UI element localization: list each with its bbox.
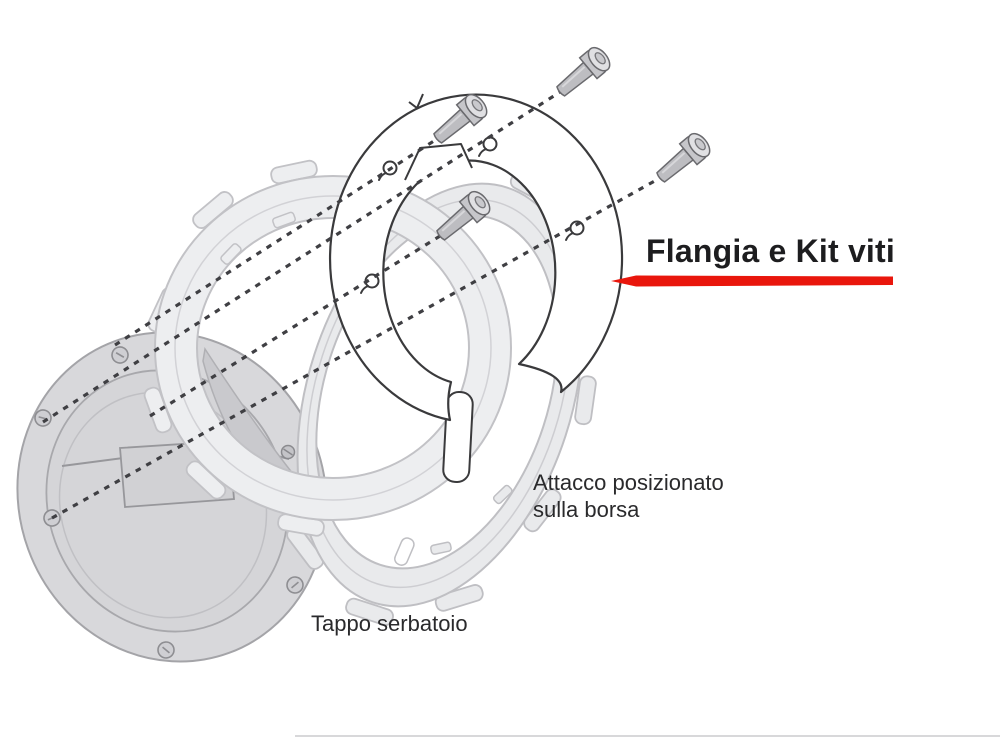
flange-edge-notch [408,93,424,110]
flange-label: Flangia e Kit viti [646,233,895,269]
attachment-label: Attacco posizionato sulla borsa [533,469,724,523]
attachment-ring-contour-line [306,198,571,589]
under-flange-ring [143,159,513,537]
flange-highlight-underline [611,275,893,287]
under-ring-tooth [272,211,296,229]
attachment-ring-clip [492,484,513,505]
under-ring-contour-line [174,195,492,501]
screw [650,128,715,190]
flange-step-fill [405,144,473,182]
attachment-ring-tab [345,597,394,626]
attachment-ring-slot [394,537,415,566]
attachment-ring-tab [574,375,597,426]
attachment-ring-clip [430,541,452,555]
assembly-axis-line [149,234,441,418]
under-ring-body [153,175,513,521]
assembly-axis-line [51,176,661,520]
tank-cap-label: Tappo serbatoio [311,611,468,636]
flange-ring-body [328,93,624,422]
flange [328,93,624,484]
assembly-axis-line [114,137,438,347]
cap-face-rivet [280,444,296,460]
assembly-axes [42,90,661,520]
attachment-ring-tab [434,584,484,612]
attachment-label-line1: Attacco posizionato [533,470,724,495]
attachment-ring-tab [523,488,562,533]
attachment-label-line2: sulla borsa [533,497,640,522]
flange-step-outline [404,143,473,181]
under-ring-tooth [220,243,242,265]
flange-finger-tab [442,390,474,484]
adjacent-content-edge [295,735,1000,737]
screw [550,42,615,104]
